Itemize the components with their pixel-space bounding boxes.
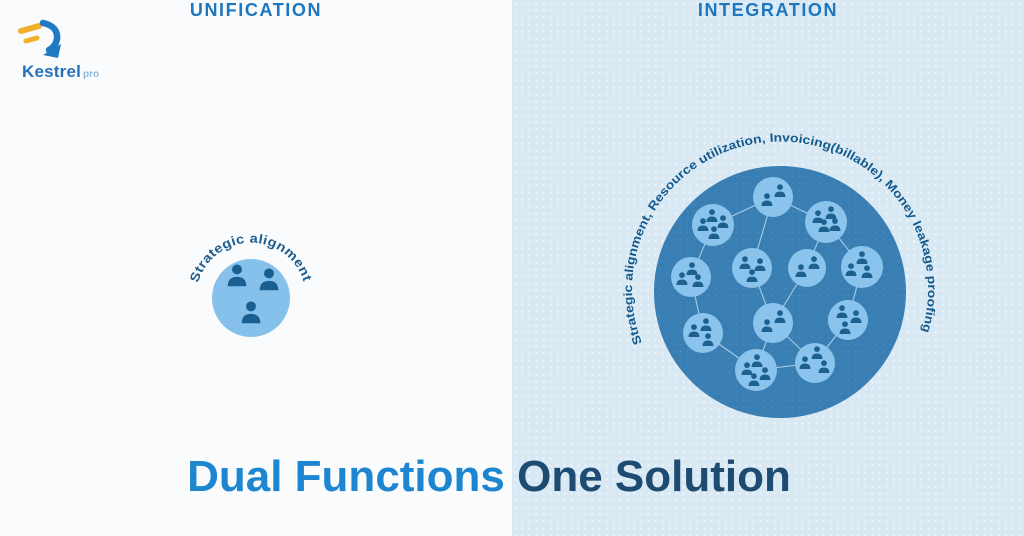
person-icon — [697, 218, 709, 231]
person-icon — [795, 264, 807, 277]
person-icon — [746, 269, 758, 282]
person-icon — [754, 258, 766, 271]
diagram-layer — [212, 166, 906, 418]
person-icon — [761, 193, 773, 206]
person-icon — [812, 210, 824, 223]
team-node — [788, 249, 826, 287]
team-node — [735, 349, 777, 391]
integration-heading: INTEGRATION — [697, 0, 839, 20]
person-icon — [748, 373, 760, 386]
person-icon — [739, 256, 751, 269]
team-node — [795, 343, 835, 383]
person-icon — [227, 264, 247, 287]
team-node — [683, 313, 723, 353]
brand-name: Kestrel — [22, 62, 82, 81]
team-node — [841, 246, 883, 288]
person-icon — [839, 321, 851, 334]
person-icon — [774, 310, 786, 323]
person-icon — [818, 219, 830, 232]
person-icon — [845, 263, 857, 276]
person-icon — [692, 274, 704, 287]
person-icon — [861, 265, 873, 278]
team-node — [692, 204, 734, 246]
person-icon — [829, 218, 841, 231]
unification-circle — [212, 259, 290, 337]
person-icon — [259, 268, 279, 291]
person-icon — [751, 354, 763, 367]
person-icon — [688, 324, 700, 337]
person-icon — [706, 209, 718, 222]
person-icon — [676, 272, 688, 285]
person-icon — [774, 184, 786, 197]
team-node — [671, 257, 711, 297]
person-icon — [717, 215, 729, 228]
person-icon — [708, 226, 720, 239]
person-icon — [761, 319, 773, 332]
person-icon — [808, 256, 820, 269]
title-one-solution: One Solution — [517, 452, 791, 501]
unification-heading: UNIFICATION — [189, 0, 323, 20]
person-icon — [702, 333, 714, 346]
kestrel-bird-arrow-icon — [18, 19, 61, 58]
person-icon — [856, 251, 868, 264]
person-icon — [799, 356, 811, 369]
person-icon — [241, 301, 261, 324]
person-icon — [686, 262, 698, 275]
person-icon — [850, 310, 862, 323]
person-icon — [811, 346, 823, 359]
person-icon — [700, 318, 712, 331]
person-icon — [818, 360, 830, 373]
person-icon — [825, 206, 837, 219]
page-title: Dual Functions One Solution — [0, 452, 1001, 502]
team-node — [753, 303, 793, 343]
team-node — [753, 177, 793, 217]
person-icon — [836, 305, 848, 318]
title-dual-functions: Dual Functions — [187, 452, 505, 501]
person-icon — [759, 367, 771, 380]
person-icon — [741, 362, 753, 375]
team-node — [732, 248, 772, 288]
brand-suffix: pro — [83, 69, 100, 80]
team-node — [828, 300, 868, 340]
